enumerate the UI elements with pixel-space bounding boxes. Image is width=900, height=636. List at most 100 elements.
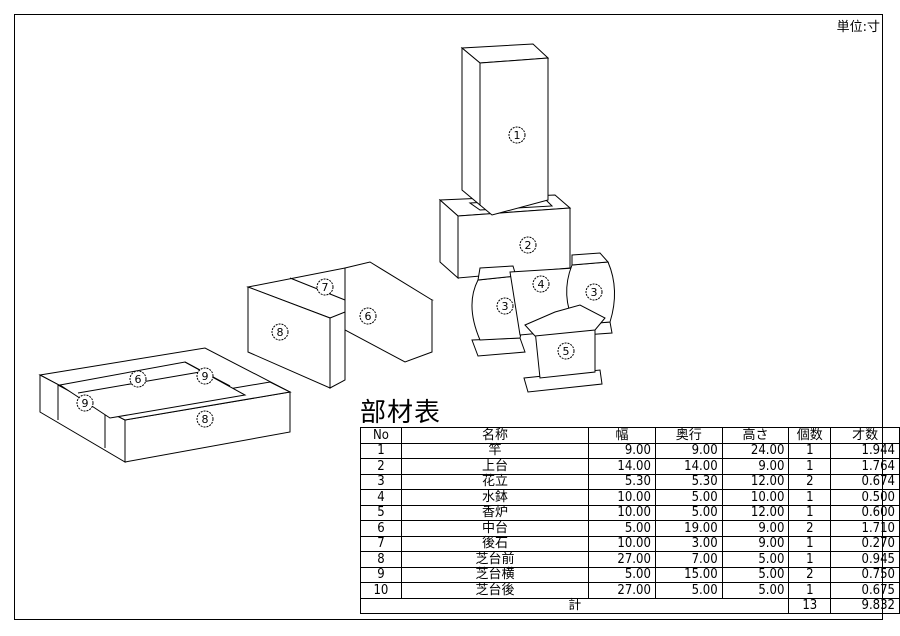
- svg-text:8: 8: [277, 326, 284, 339]
- cell-height: 10.00: [721, 489, 790, 506]
- col-count: 個数: [788, 427, 832, 444]
- cell-no: 6: [360, 520, 402, 537]
- cell-count: 2: [788, 566, 832, 583]
- cell-no: 10: [360, 582, 402, 599]
- cell-count: 2: [788, 520, 832, 537]
- cell-name: 芝台前: [400, 551, 590, 568]
- cell-name: 後石: [400, 535, 590, 552]
- cell-no: 5: [360, 504, 402, 521]
- part-label-3b: 3: [585, 283, 603, 301]
- cell-name: 芝台後: [400, 582, 590, 599]
- cell-count: 1: [788, 551, 832, 568]
- svg-text:9: 9: [202, 370, 209, 383]
- cell-height: 9.00: [721, 458, 790, 475]
- table-total-row: 計 13 9.832: [359, 597, 900, 614]
- cell-depth: 9.00: [654, 442, 723, 459]
- cell-no: 9: [360, 566, 402, 583]
- cell-height: 5.00: [721, 551, 790, 568]
- cell-height: 12.00: [721, 473, 790, 490]
- cell-name: 水鉢: [400, 489, 590, 506]
- cell-depth: 5.30: [654, 473, 723, 490]
- cell-count: 2: [788, 473, 832, 490]
- cell-count: 1: [788, 442, 832, 459]
- total-sai: 9.832: [830, 597, 900, 614]
- part-label-6: 6: [359, 307, 377, 325]
- col-width: 幅: [588, 427, 656, 444]
- cell-name: 中台: [400, 520, 590, 537]
- svg-text:9: 9: [82, 397, 89, 410]
- cell-count: 1: [788, 489, 832, 506]
- cell-no: 8: [360, 551, 402, 568]
- part-pillar: [460, 43, 550, 216]
- cell-name: 芝台横: [400, 566, 590, 583]
- col-sai: 才数: [830, 427, 900, 444]
- svg-text:1: 1: [514, 129, 521, 142]
- cell-depth: 14.00: [654, 458, 723, 475]
- part-label-9: 9: [196, 367, 214, 385]
- total-label: 計: [359, 597, 790, 614]
- cell-width: 9.00: [588, 442, 656, 459]
- cell-no: 3: [360, 473, 402, 490]
- cell-width: 5.00: [588, 566, 656, 583]
- part-label-4: 4: [532, 275, 550, 293]
- cell-width: 5.30: [588, 473, 656, 490]
- part-label-8b: 8: [196, 410, 214, 428]
- cell-count: 1: [788, 535, 832, 552]
- part-labels: 1 2 3 4 3 5 7 6 8 6 9 9 8: [76, 126, 603, 428]
- cell-no: 2: [360, 458, 402, 475]
- col-depth: 奥行: [654, 427, 723, 444]
- col-height: 高さ: [721, 427, 790, 444]
- svg-text:3: 3: [591, 286, 598, 299]
- cell-count: 1: [788, 504, 832, 521]
- cell-sai: 0.270: [830, 535, 900, 552]
- svg-text:3: 3: [502, 300, 509, 313]
- cell-sai: 0.750: [830, 566, 900, 583]
- table-header-row: No 名称 幅 奥行 高さ 個数 才数: [360, 427, 900, 444]
- part-label-7: 7: [316, 278, 334, 296]
- cell-name: 香炉: [400, 504, 590, 521]
- cell-width: 27.00: [588, 582, 656, 599]
- col-no: No: [360, 427, 402, 444]
- cell-depth: 5.00: [654, 504, 723, 521]
- part-middle-stand: [246, 261, 434, 389]
- cell-depth: 5.00: [654, 489, 723, 506]
- col-name: 名称: [400, 427, 590, 444]
- part-label-1: 1: [508, 126, 526, 144]
- cell-width: 10.00: [588, 489, 656, 506]
- cell-name: 竿: [400, 442, 590, 459]
- parts-list-title: 部材表: [360, 398, 442, 428]
- part-label-3: 3: [496, 297, 514, 315]
- part-label-5: 5: [557, 342, 575, 360]
- cell-depth: 15.00: [654, 566, 723, 583]
- cell-height: 5.00: [721, 566, 790, 583]
- svg-text:7: 7: [322, 281, 329, 294]
- part-label-9b: 9: [76, 394, 94, 412]
- drawing-frame: [14, 14, 883, 620]
- cell-sai: 0.945: [830, 551, 900, 568]
- cell-width: 10.00: [588, 535, 656, 552]
- svg-text:6: 6: [365, 310, 372, 323]
- part-label-8: 8: [271, 323, 289, 341]
- cell-height: 12.00: [721, 504, 790, 521]
- cell-width: 5.00: [588, 520, 656, 537]
- cell-depth: 19.00: [654, 520, 723, 537]
- svg-text:6: 6: [135, 373, 142, 386]
- svg-text:2: 2: [525, 239, 532, 252]
- cell-sai: 0.600: [830, 504, 900, 521]
- cell-name: 花立: [400, 473, 590, 490]
- cell-width: 14.00: [588, 458, 656, 475]
- cell-sai: 0.500: [830, 489, 900, 506]
- svg-text:4: 4: [538, 278, 545, 291]
- cell-height: 24.00: [721, 442, 790, 459]
- cell-depth: 3.00: [654, 535, 723, 552]
- cell-count: 1: [788, 582, 832, 599]
